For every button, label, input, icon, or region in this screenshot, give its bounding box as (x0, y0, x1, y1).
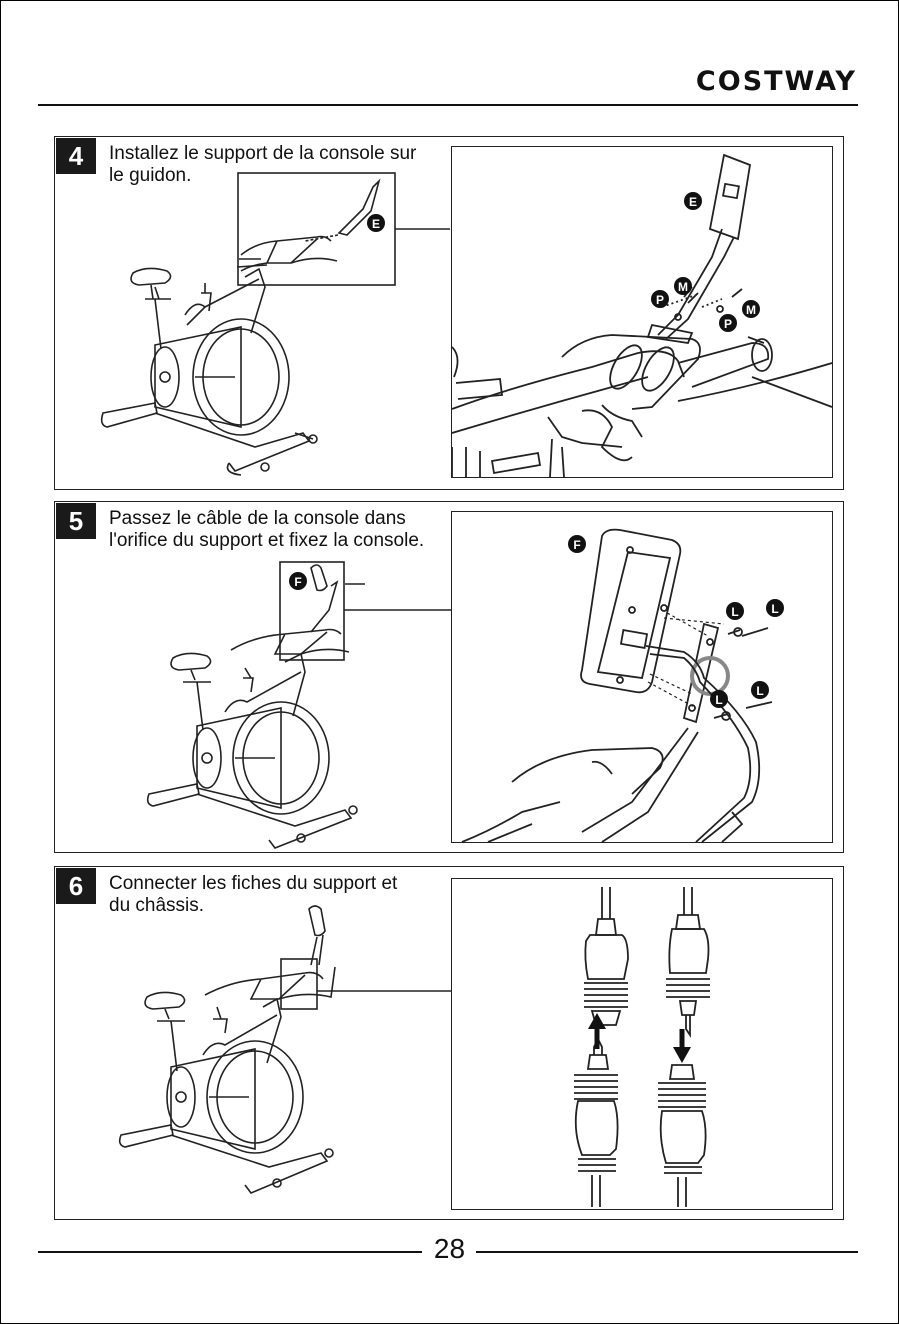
step-4-panel: E 4 Installez le support de la console s… (54, 136, 844, 490)
step-number-5: 5 (56, 503, 96, 539)
label-M-right: M (746, 303, 756, 317)
plug-connection-detail-illustration (452, 879, 832, 1209)
label-E: E (689, 195, 697, 209)
page-number-text: 28 (428, 1233, 471, 1264)
brand-logo: COSTWAY (696, 66, 857, 97)
label-M-left: M (678, 280, 688, 294)
label-L-top-left: L (731, 605, 738, 619)
step-5-detail-view: F L L L L (451, 511, 833, 843)
label-F: F (573, 538, 580, 552)
step-6-panel: 6 Connecter les fiches du support et du … (54, 866, 844, 1220)
step-4-instruction: Installez le support de la console sur l… (109, 143, 416, 187)
callout-box-6 (281, 959, 317, 1009)
step-6-instruction: Connecter les fiches du support et du ch… (109, 873, 397, 917)
console-mount-detail-illustration: F L L L L (452, 512, 832, 842)
bike-overview-illustration-5: F (55, 502, 455, 852)
label-L-top-right: L (771, 602, 778, 616)
label-L-bottom-right: L (756, 684, 763, 698)
console-bracket-detail-illustration: E M P M P (452, 147, 832, 477)
step-number-4: 4 (56, 138, 96, 174)
label-P-left: P (656, 293, 664, 307)
label-P-right: P (724, 317, 732, 331)
label-L-bottom-left: L (715, 693, 722, 707)
step-number-6: 6 (56, 868, 96, 904)
page-number: 28 (0, 1233, 899, 1265)
label-E-small: E (372, 217, 380, 231)
header-rule (38, 104, 858, 106)
step-5-instruction: Passez le câble de la console dans l'ori… (109, 508, 424, 552)
step-6-detail-view (451, 878, 833, 1210)
step-5-panel: F 5 Passez le câble de la console dans l… (54, 501, 844, 853)
bike-overview-illustration-6 (55, 867, 455, 1219)
label-F-small: F (294, 575, 301, 589)
step-4-detail-view: E M P M P (451, 146, 833, 478)
bike-overview-illustration: E (55, 137, 450, 489)
